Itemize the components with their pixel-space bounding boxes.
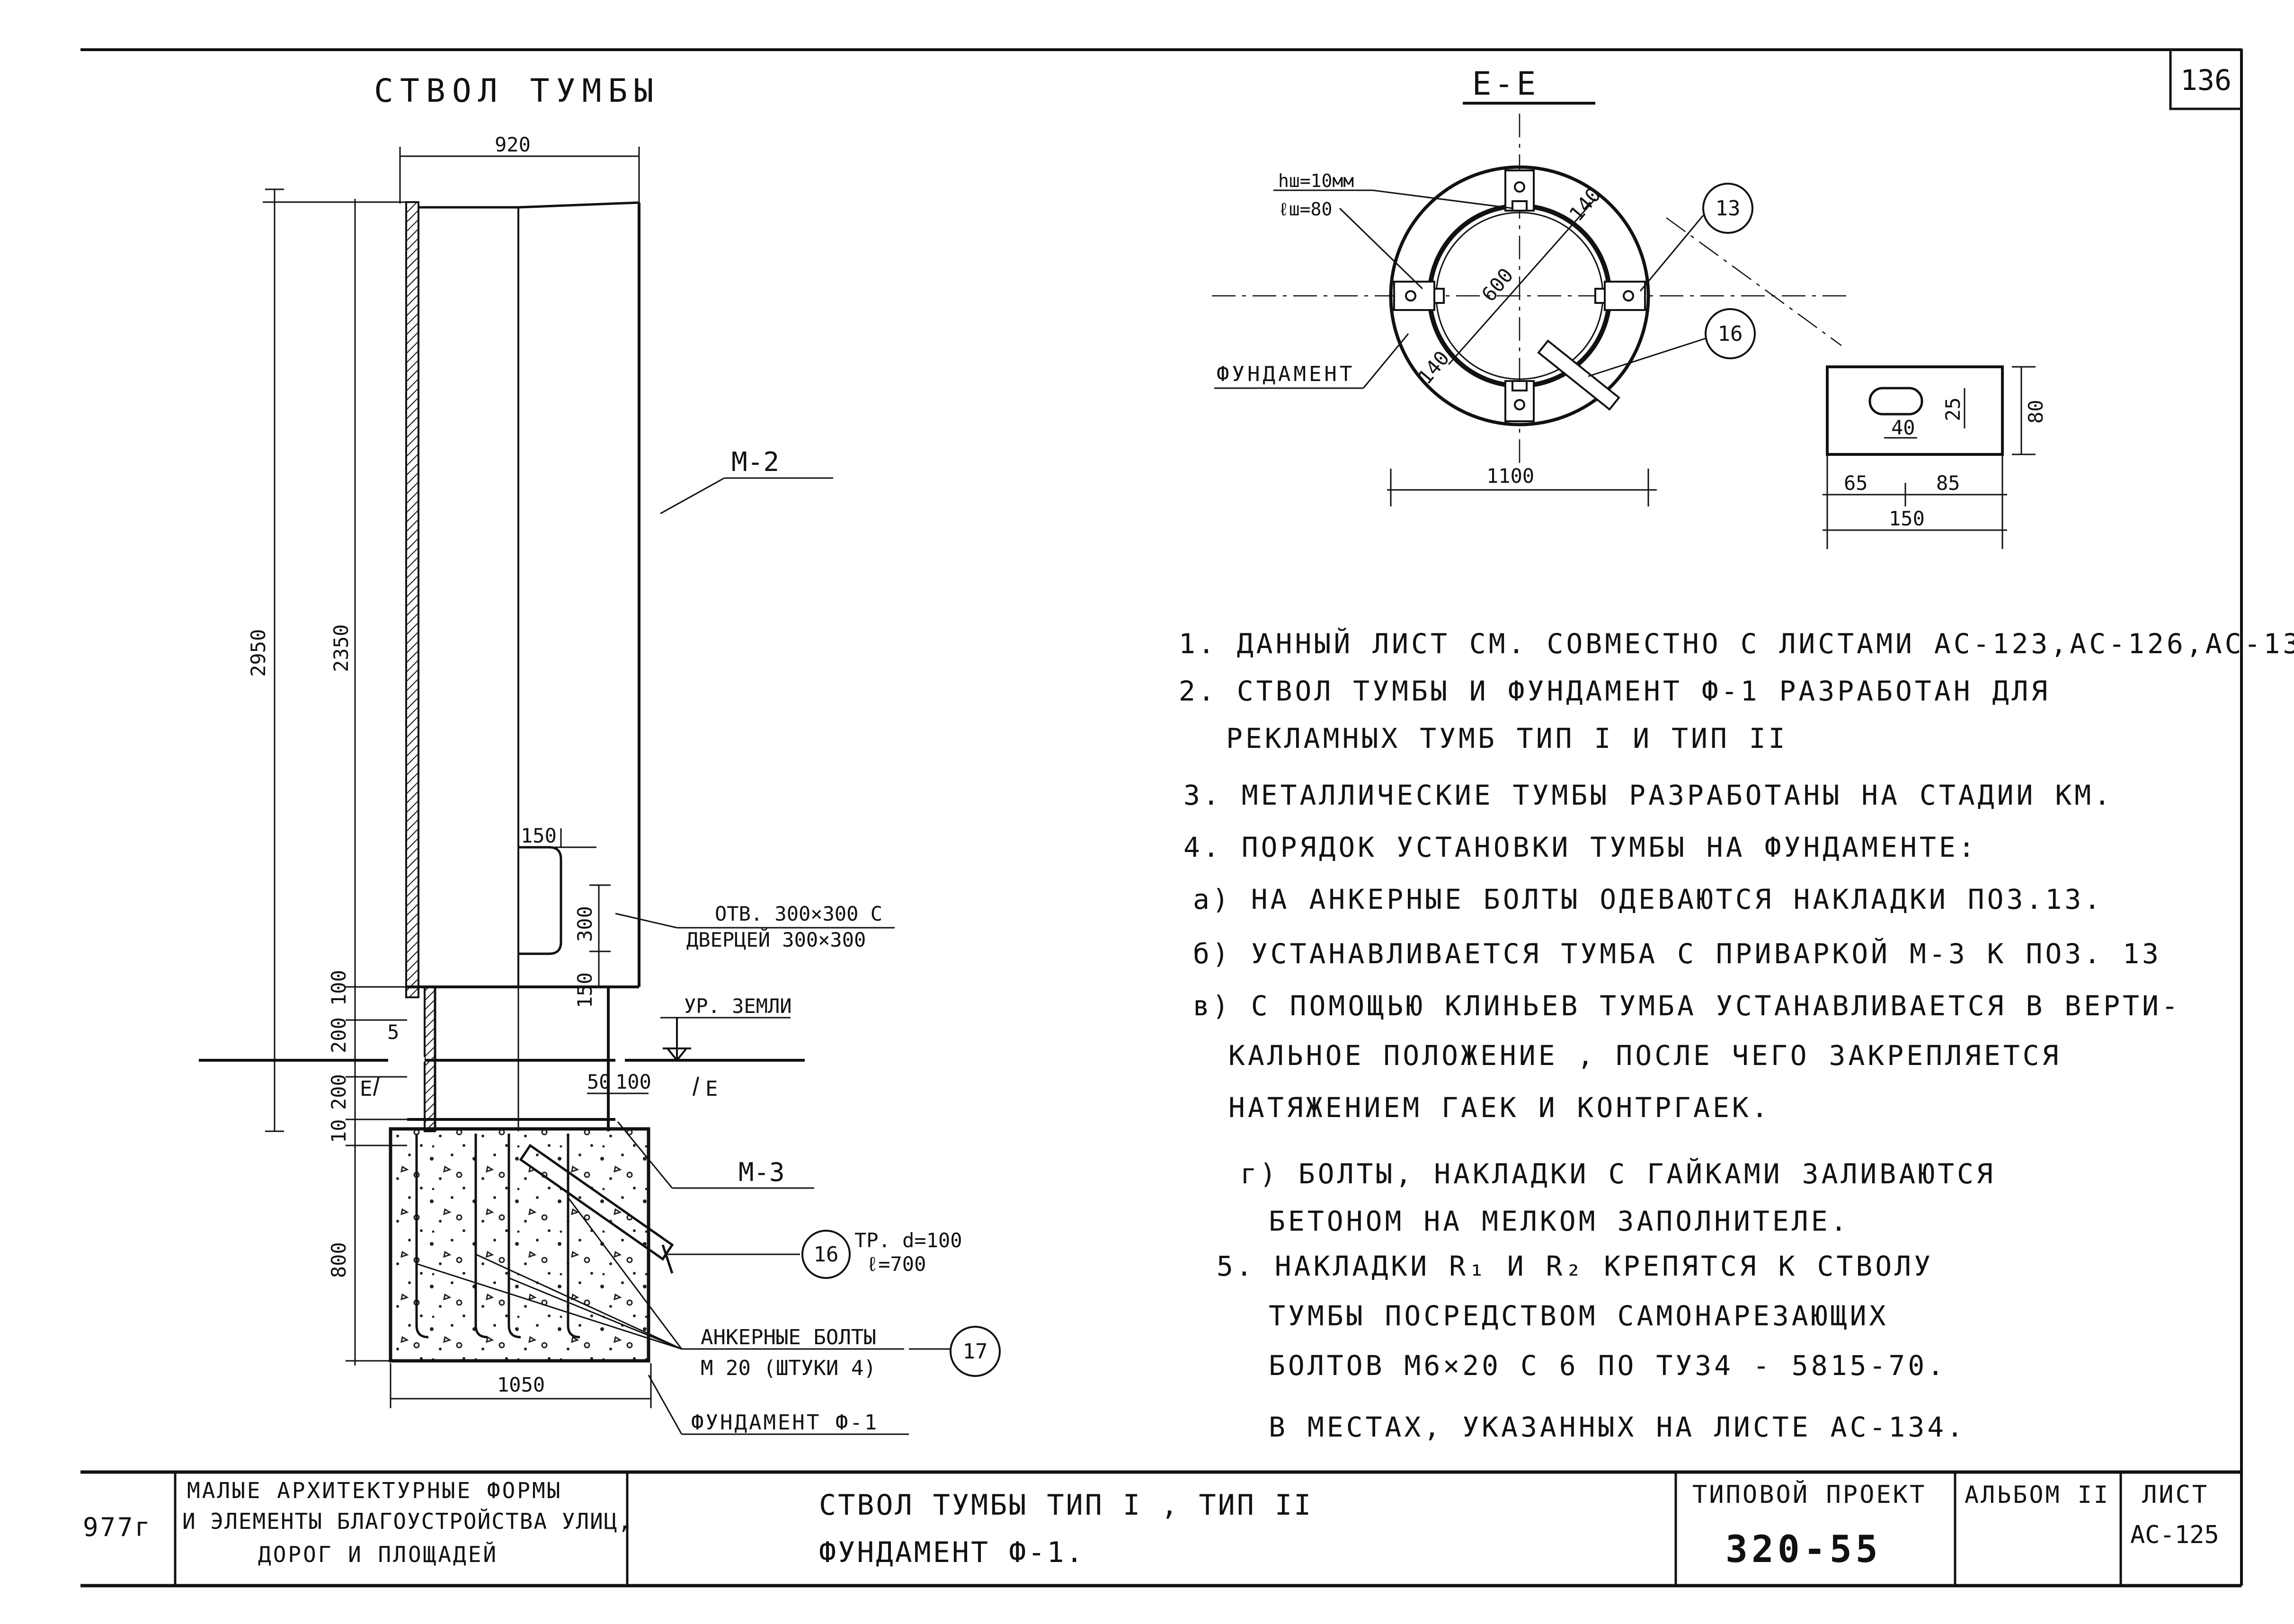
stamp-org-line2: И ЭЛЕМЕНТЫ БЛАГОУСТРОЙСТВА УЛИЦ, [182, 1509, 632, 1534]
label-weld-line2: ℓш=80 [1278, 199, 1332, 220]
label-hole-line2: ДВЕРЦЕЙ 300×300 [686, 928, 866, 951]
dim-100: 100 [327, 970, 350, 1006]
dim-50: 50 [587, 1070, 611, 1093]
stamp-project-no: 320-55 [1725, 1528, 1882, 1571]
note-4c-3: НАТЯЖЕНИЕМ ГАЕК И КОНТРГАЕК. [1228, 1092, 1771, 1124]
note-4d-2: БЕТОНОМ НА МЕЛКОМ ЗАПОЛНИТЕЛЕ. [1269, 1205, 1850, 1237]
dim-100b: 100 [615, 1070, 651, 1093]
stamp-title-line2: ФУНДАМЕНТ Ф-1. [819, 1536, 1085, 1569]
dim-door-150: 150 [521, 824, 557, 847]
dim-200b: 200 [327, 1074, 350, 1110]
label-bolts-line2: М 20 (ШТУКИ 4) [701, 1356, 876, 1380]
dim-width-top: 920 [495, 133, 531, 156]
dim-plate-85: 85 [1936, 471, 1960, 495]
dim-plate-25: 25 [1941, 397, 1965, 421]
dim-200: 200 [327, 1017, 350, 1053]
label-m3: М-3 [738, 1157, 785, 1187]
note-4c-2: КАЛЬНОЕ ПОЛОЖЕНИЕ , ПОСЛЕ ЧЕГО ЗАКРЕПЛЯЕ… [1228, 1039, 2062, 1072]
label-foundation-section: ФУНДАМЕНТ [1217, 362, 1355, 386]
dim-10: 10 [327, 1119, 350, 1143]
note-4a: а) НА АНКЕРНЫЕ БОЛТЫ ОДЕВАЮТСЯ НАКЛАДКИ … [1193, 883, 2103, 915]
stamp-org-line1: МАЛЫЕ АРХИТЕКТУРНЫЕ ФОРМЫ [187, 1478, 562, 1503]
label-e-right: Е [705, 1077, 718, 1101]
dim-door-300: 300 [573, 906, 596, 942]
label-weld-line1: hш=10мм [1278, 170, 1354, 191]
callout-17-text: 17 [963, 1340, 988, 1364]
note-4d: г) БОЛТЫ, НАКЛАДКИ С ГАЙКАМИ ЗАЛИВАЮТСЯ [1240, 1157, 1996, 1190]
plate-detail [1823, 365, 2036, 549]
label-pipe-line1: ТР. d=100 [854, 1229, 962, 1252]
stamp-margin: 977г [83, 1512, 152, 1542]
title-block [80, 1470, 2241, 1586]
stamp-title-line1: СТВОЛ ТУМБЫ ТИП I , ТИП II [819, 1489, 1313, 1522]
note-2b: РЕКЛАМНЫХ ТУМБ ТИП I И ТИП II [1226, 722, 1788, 754]
dim-plate-150: 150 [1889, 507, 1925, 530]
callout-16-text: 16 [814, 1242, 839, 1267]
stamp-sheet-code: АС-125 [2130, 1521, 2219, 1549]
foundation-block [389, 1127, 674, 1363]
callout-13-text: 13 [1716, 196, 1741, 221]
label-pipe-line2: ℓ=700 [866, 1252, 926, 1276]
label-m2: М-2 [731, 447, 779, 478]
callout-16b-text: 16 [1718, 322, 1743, 346]
stamp-album: АЛЬБОМ II [1965, 1481, 2110, 1509]
dim-plate-80: 80 [2024, 399, 2047, 424]
dim-height-total: 2950 [247, 629, 270, 677]
note-2: 2. СТВОЛ ТУМБЫ И ФУНДАМЕНТ Ф-1 РАЗРАБОТА… [1179, 675, 2050, 707]
section-title: Е-Е [1472, 65, 1539, 103]
label-ground: УР. ЗЕМЛИ [684, 994, 792, 1018]
notes-block: 1. ДАННЫЙ ЛИСТ СМ. СОВМЕСТНО С ЛИСТАМИ А… [1179, 627, 2294, 1443]
callout-16-section: 16 [1588, 308, 1756, 377]
dim-sec-600: 600 [1477, 264, 1518, 306]
note-4c: в) С ПОМОЩЬЮ КЛИНЬЕВ ТУМБА УСТАНАВЛИВАЕТ… [1193, 990, 2181, 1022]
sheet-frame [80, 48, 2243, 1588]
leaders-left [416, 477, 951, 1435]
note-5-4: В МЕСТАХ, УКАЗАННЫХ НА ЛИСТЕ АС-134. [1269, 1411, 1966, 1443]
note-4b: б) УСТАНАВЛИВАЕТСЯ ТУМБА С ПРИВАРКОЙ М-3… [1193, 937, 2161, 970]
callout-17: 17 [950, 1326, 1001, 1377]
anchor-plates [1393, 169, 1646, 422]
dim-plate-65: 65 [1844, 471, 1868, 495]
shaft-body [405, 201, 640, 998]
dim-sec-1100: 1100 [1486, 464, 1534, 488]
label-bolts-line1: АНКЕРНЫЕ БОЛТЫ [701, 1325, 876, 1349]
elevation-view: СТВОЛ ТУМБЫ [199, 72, 1001, 1435]
foundation-ring-outer [1389, 165, 1650, 426]
dim-width-foundation: 1050 [497, 1373, 545, 1396]
note-5-2: ТУМБЫ ПОСРЕДСТВОМ САМОНАРЕЗАЮЩИХ [1269, 1300, 1888, 1332]
note-5: 5. НАКЛАДКИ R₁ И R₂ КРЕПЯТСЯ К СТВОЛУ [1217, 1250, 1933, 1282]
section-view: Е-Е 600 [1212, 65, 2047, 549]
label-e-left: Е [360, 1077, 373, 1101]
sheet-number: 136 [2180, 64, 2232, 97]
dim-plate-40: 40 [1891, 416, 1915, 439]
stamp-project-label: ТИПОВОЙ ПРОЕКТ [1692, 1480, 1926, 1509]
stamp-org-line3: ДОРОГ И ПЛОЩАДЕЙ [258, 1542, 498, 1567]
dim-5: 5 [387, 1021, 399, 1044]
callout-13: 13 [1639, 183, 1753, 292]
callout-16-left: 16 [801, 1230, 851, 1279]
label-hole-line1: ОТВ. 300×300 С [715, 902, 882, 925]
note-4: 4. ПОРЯДОК УСТАНОВКИ ТУМБЫ НА ФУНДАМЕНТЕ… [1183, 831, 1978, 863]
note-5-3: БОЛТОВ М6×20 С 6 ПО ТУ34 - 5815-70. [1269, 1349, 1947, 1382]
stamp-sheet-label: ЛИСТ [2142, 1481, 2209, 1509]
elevation-title: СТВОЛ ТУМБЫ [374, 72, 660, 110]
note-1: 1. ДАННЫЙ ЛИСТ СМ. СОВМЕСТНО С ЛИСТАМИ А… [1179, 627, 2294, 660]
ground-level-marks [373, 1018, 699, 1096]
section-dim-1100-lines [1387, 469, 1657, 506]
dim-800: 800 [327, 1242, 350, 1278]
dim-height-shaft: 2350 [329, 624, 353, 672]
note-3: 3. МЕТАЛЛИЧЕСКИЕ ТУМБЫ РАЗРАБОТАНЫ НА СТ… [1183, 779, 2113, 811]
label-foundation-left: ФУНДАМЕНТ Ф-1 [691, 1411, 879, 1435]
elevation-dimensions [263, 147, 652, 1408]
dim-door-150b: 150 [573, 972, 596, 1008]
